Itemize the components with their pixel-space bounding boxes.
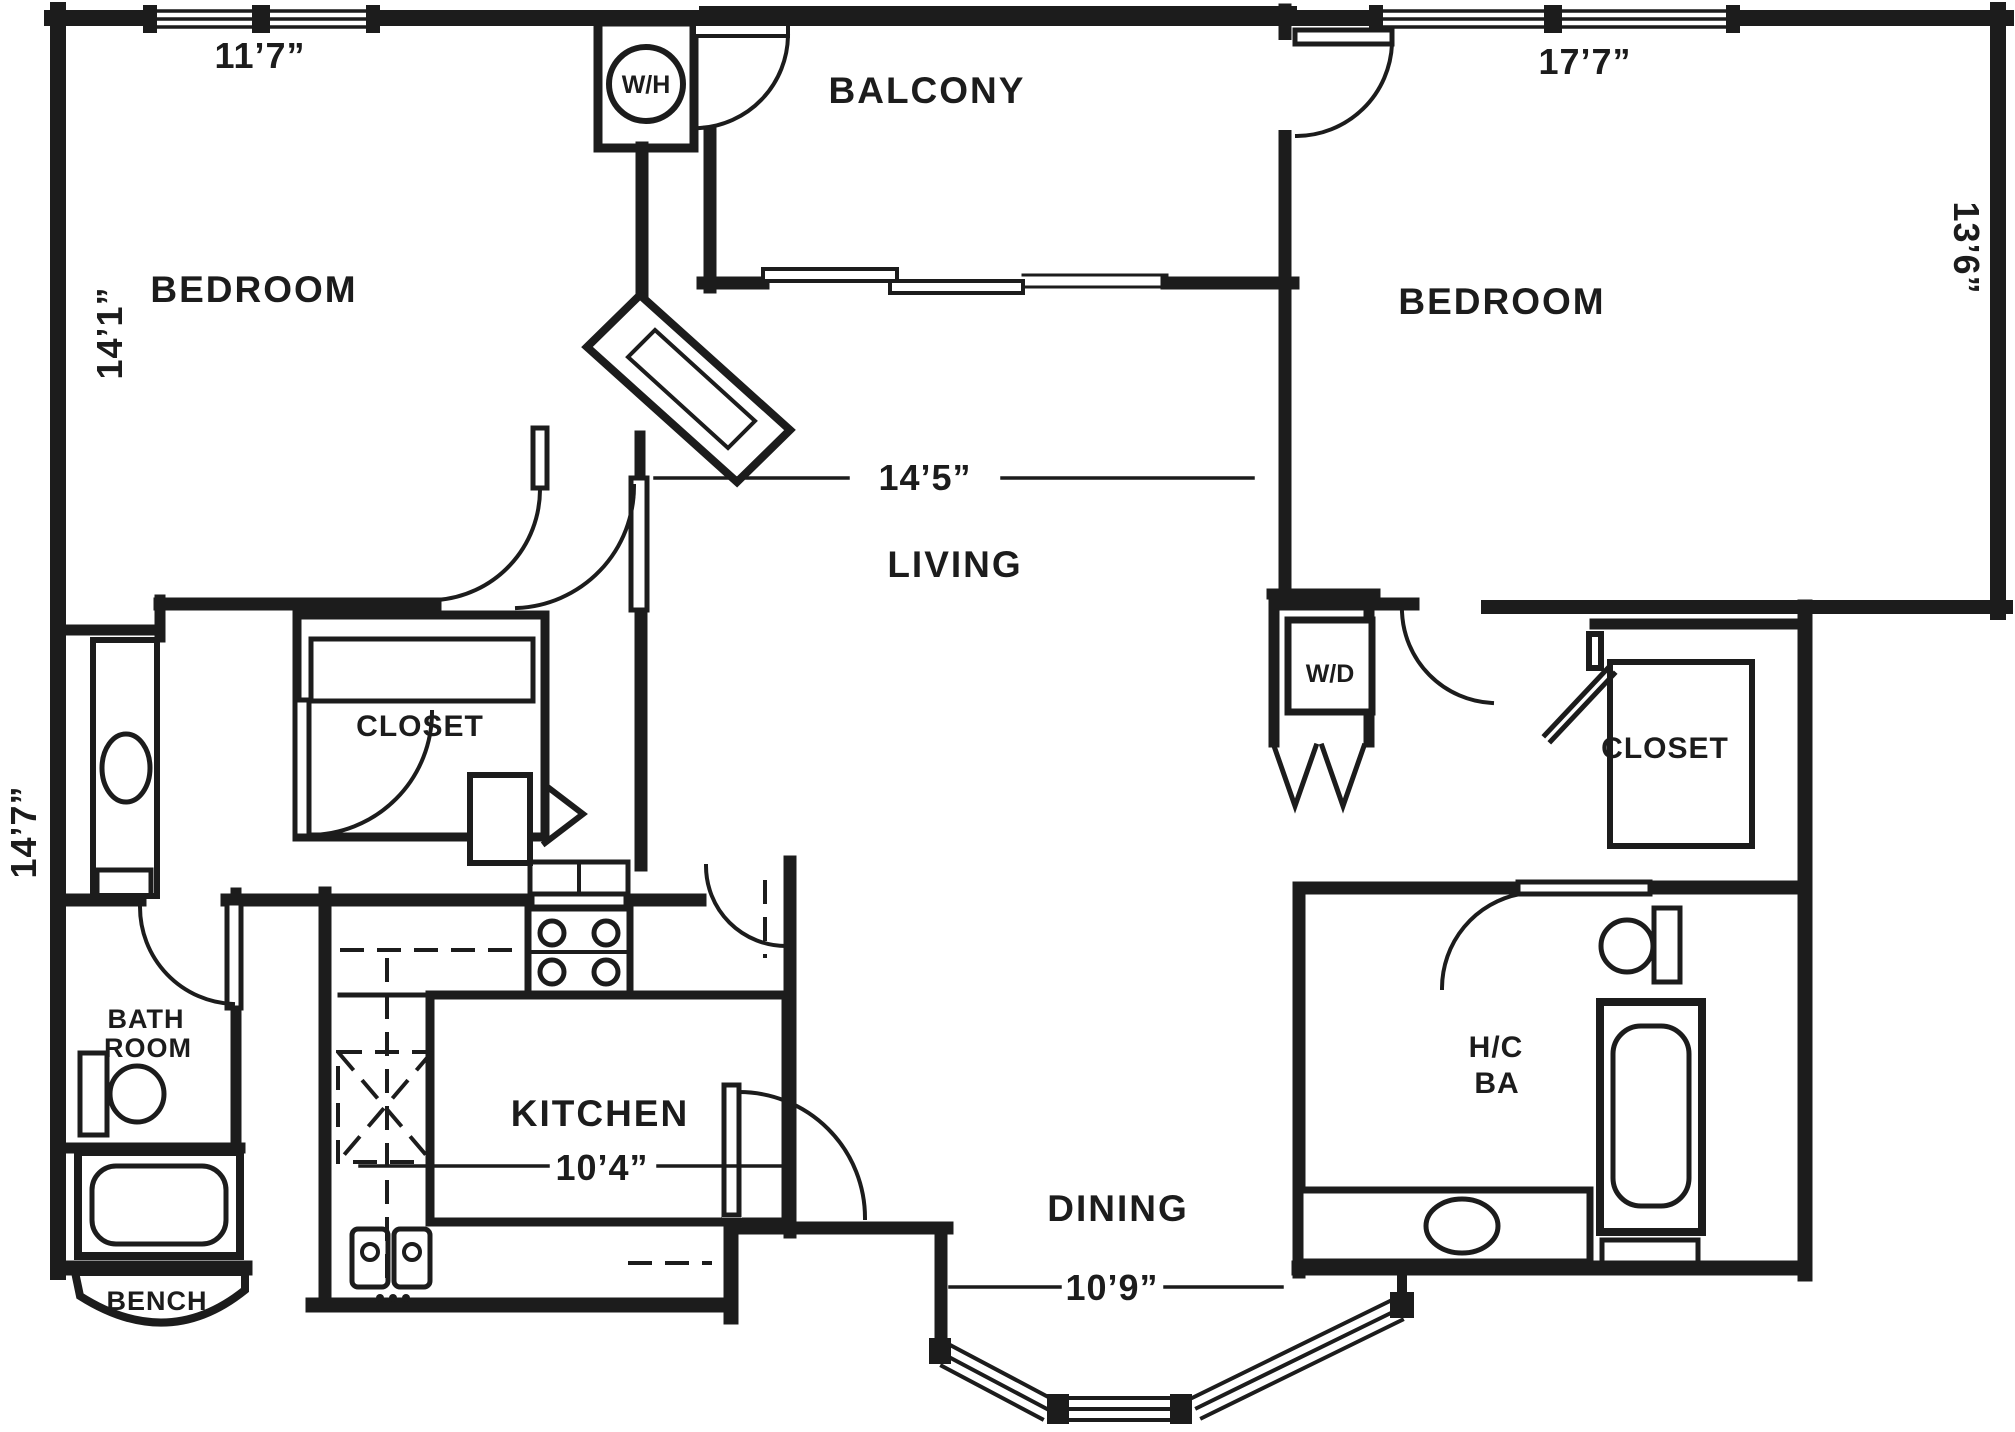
stove-symbol — [524, 859, 634, 1001]
kitchen-sink — [349, 1226, 433, 1302]
room-label-closet-right: CLOSET — [1601, 732, 1729, 765]
dim-bedroom-right-width: 17’7” — [1538, 41, 1631, 82]
balcony-sliding-door — [761, 267, 1169, 295]
linen-cabinet — [467, 772, 588, 866]
vanity-left — [90, 637, 160, 899]
bench-seat — [70, 1268, 249, 1327]
hc-bath-door — [1439, 879, 1653, 991]
washer-dryer-closet — [1266, 588, 1381, 814]
room-label-living: LIVING — [887, 544, 1022, 585]
closet-right-door — [1541, 664, 1618, 745]
bay-window — [929, 1292, 1414, 1424]
toilet-left — [77, 1050, 167, 1138]
room-label-bench: BENCH — [106, 1286, 207, 1316]
water-heater-door — [692, 22, 791, 131]
bathroom-door — [137, 900, 244, 1011]
water-heater-closet — [593, 17, 699, 307]
room-label-bathroom-line1: BATH — [108, 1004, 185, 1034]
bedroom-left-south-wall — [52, 594, 442, 643]
hall-living-wall — [634, 430, 648, 872]
room-label-kitchen: KITCHEN — [511, 1093, 689, 1134]
bedroom-right-hall-door — [1399, 609, 1495, 706]
dim-living-width: 14’5” — [878, 457, 971, 498]
water-heater-label: W/H — [622, 71, 671, 99]
room-label-hc-bath-line2: BA — [1474, 1067, 1519, 1100]
dim-left-side-depth: 14’7” — [3, 785, 44, 878]
kitchen-upper-cabinet-dashes — [340, 880, 767, 1290]
bathtub-right — [1596, 998, 1706, 1269]
dim-kitchen-width: 10’4” — [555, 1147, 648, 1188]
kitchen-entry-arc — [703, 863, 789, 949]
bedroom-right-window — [1369, 4, 1740, 33]
room-label-dining: DINING — [1047, 1188, 1189, 1229]
corner-fireplace — [581, 289, 796, 488]
vanity-right — [1296, 1186, 1594, 1266]
dim-bedroom-left-depth: 14’1” — [89, 286, 130, 379]
entry-door — [721, 1082, 868, 1221]
dim-bedroom-right-depth: 13’6” — [1946, 201, 1987, 294]
room-label-balcony: BALCONY — [829, 70, 1026, 111]
room-label-closet-left: CLOSET — [356, 710, 484, 743]
room-label-bathroom-line2: ROOM — [104, 1033, 192, 1063]
dim-dining-width: 10’9” — [1065, 1267, 1158, 1308]
bathtub-left — [74, 1148, 244, 1260]
room-label-bedroom-right: BEDROOM — [1398, 281, 1605, 322]
bedroom-right-door — [1276, 27, 1395, 139]
room-label-bedroom-left: BEDROOM — [150, 269, 357, 310]
pantry-x-symbol — [336, 1050, 434, 1164]
bedroom-left-door — [434, 425, 550, 603]
toilet-right — [1598, 905, 1683, 985]
dimension-lines — [358, 476, 1284, 1289]
room-label-hc-bath-line1: H/C — [1469, 1031, 1524, 1064]
closet-left-door — [292, 697, 435, 839]
bedroom-left-window — [143, 4, 380, 33]
washer-dryer-label: W/D — [1306, 660, 1355, 688]
hall-door — [514, 475, 650, 613]
dim-bedroom-left-width: 11’7” — [214, 35, 305, 76]
